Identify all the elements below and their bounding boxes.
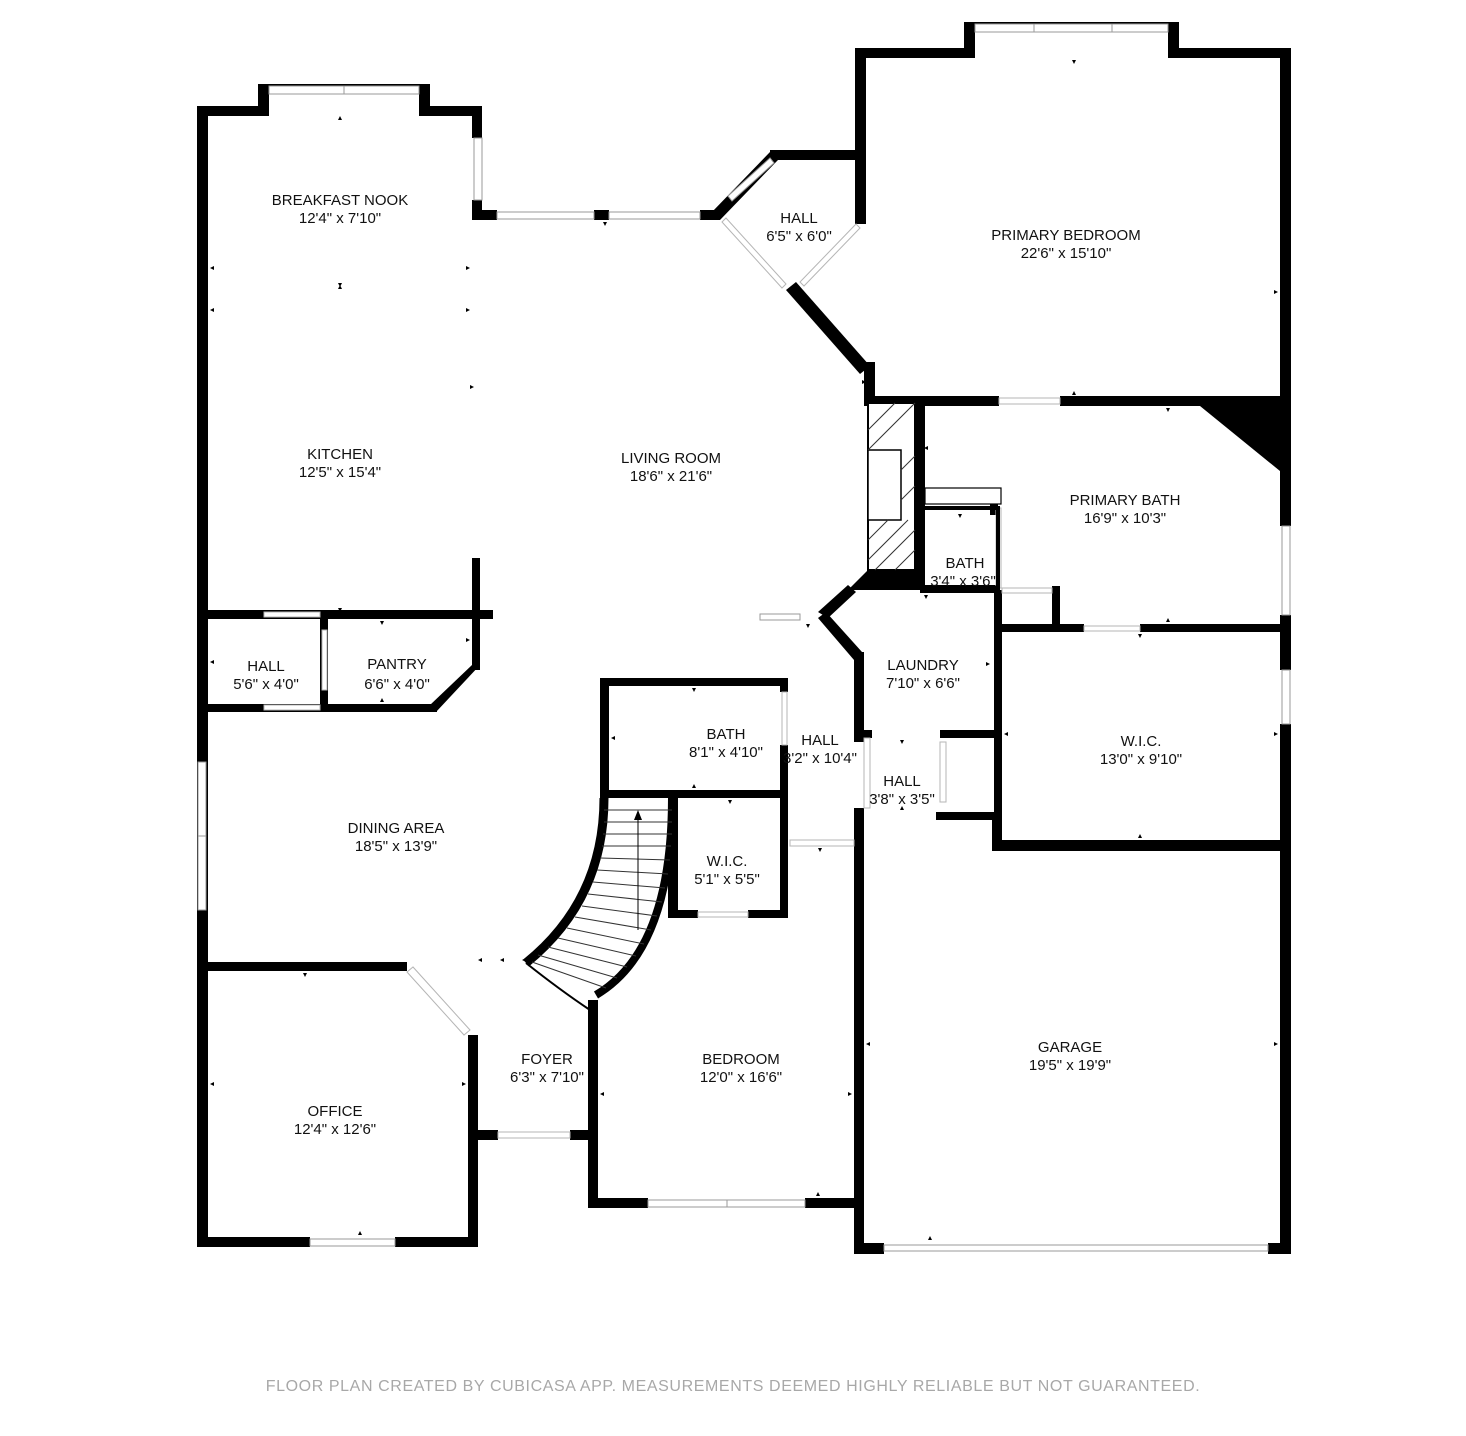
room-dimensions: 6'6" x 4'0": [364, 676, 430, 693]
room-name: HALL: [247, 658, 285, 675]
room-label-foyer: FOYER 6'3" x 7'10": [510, 1051, 584, 1086]
room-name: GARAGE: [1038, 1039, 1102, 1056]
room-name: HALL: [883, 773, 921, 790]
room-name: LAUNDRY: [887, 657, 958, 674]
windows: [197, 23, 1291, 1252]
room-label-primary-bedroom: PRIMARY BEDROOM 22'6" x 15'10": [991, 227, 1140, 262]
room-dimensions: 22'6" x 15'10": [1021, 245, 1112, 262]
fireplace: [867, 402, 1002, 590]
room-dimensions: 16'9" x 10'3": [1084, 510, 1166, 527]
room-dimensions: 7'10" x 6'6": [886, 675, 960, 692]
room-label-hall-left: HALL 5'6" x 4'0": [233, 658, 299, 693]
room-dimensions: 12'0" x 16'6": [700, 1069, 782, 1086]
room-dimensions: 18'5" x 13'9": [355, 838, 437, 855]
room-label-breakfast-nook: BREAKFAST NOOK 12'4" x 7'10": [272, 192, 408, 227]
room-label-hall-small: HALL 3'8" x 3'5": [869, 773, 935, 808]
room-name: OFFICE: [308, 1103, 363, 1120]
room-name: BATH: [946, 555, 985, 572]
room-dimensions: 19'5" x 19'9": [1029, 1057, 1111, 1074]
room-dimensions: 5'1" x 5'5": [694, 871, 760, 888]
room-label-hall-mid: HALL 3'2" x 10'4": [783, 732, 857, 767]
room-name: BEDROOM: [702, 1051, 780, 1068]
room-dimensions: 3'8" x 3'5": [869, 791, 935, 808]
room-name: BATH: [707, 726, 746, 743]
room-label-laundry: LAUNDRY 7'10" x 6'6": [886, 657, 960, 692]
room-dimensions: 12'4" x 7'10": [299, 210, 381, 227]
room-dimensions: 6'3" x 7'10": [510, 1069, 584, 1086]
room-name: KITCHEN: [307, 446, 373, 463]
room-name: HALL: [801, 732, 839, 749]
room-label-bedroom: BEDROOM 12'0" x 16'6": [700, 1051, 782, 1086]
room-label-garage: GARAGE 19'5" x 19'9": [1029, 1039, 1111, 1074]
room-label-hall-top: HALL 6'5" x 6'0": [766, 210, 832, 245]
room-name: W.I.C.: [1121, 733, 1162, 750]
room-label-wic-mid: W.I.C. 5'1" x 5'5": [694, 853, 760, 888]
room-label-primary-bath: PRIMARY BATH 16'9" x 10'3": [1070, 492, 1181, 527]
room-name: W.I.C.: [707, 853, 748, 870]
room-name: PRIMARY BATH: [1070, 492, 1181, 509]
room-label-wic-right: W.I.C. 13'0" x 9'10": [1100, 733, 1182, 768]
room-name: BREAKFAST NOOK: [272, 192, 408, 209]
room-dimensions: 13'0" x 9'10": [1100, 751, 1182, 768]
room-label-kitchen: KITCHEN 12'5" x 15'4": [299, 446, 381, 481]
disclaimer-footer: FLOOR PLAN CREATED BY CUBICASA APP. MEAS…: [265, 1378, 1201, 1395]
room-dimensions: 12'4" x 12'6": [294, 1121, 376, 1138]
staircase: [523, 797, 676, 1011]
room-label-bath-mid: BATH 8'1" x 4'10": [689, 726, 763, 761]
room-label-office: OFFICE 12'4" x 12'6": [294, 1103, 376, 1138]
room-name: PANTRY: [367, 656, 426, 673]
doors: [263, 217, 1141, 1139]
room-name: DINING AREA: [348, 820, 445, 837]
wall-markers: [210, 60, 1278, 1240]
room-name: HALL: [780, 210, 818, 227]
room-dimensions: 18'6" x 21'6": [630, 468, 712, 485]
room-name: FOYER: [521, 1051, 573, 1068]
room-label-living-room: LIVING ROOM 18'6" x 21'6": [621, 450, 721, 485]
room-dimensions: 12'5" x 15'4": [299, 464, 381, 481]
room-name: PRIMARY BEDROOM: [991, 227, 1140, 244]
room-dimensions: 3'4" x 3'6": [930, 573, 996, 590]
room-label-dining-area: DINING AREA 18'5" x 13'9": [348, 820, 445, 855]
room-dimensions: 5'6" x 4'0": [233, 676, 299, 693]
room-dimensions: 8'1" x 4'10": [689, 744, 763, 761]
room-dimensions: 6'5" x 6'0": [766, 228, 832, 245]
room-name: LIVING ROOM: [621, 450, 721, 467]
room-label-pantry: PANTRY 6'6" x 4'0": [364, 656, 430, 693]
room-dimensions: 3'2" x 10'4": [783, 750, 857, 767]
room-label-bath-small: BATH 3'4" x 3'6": [930, 555, 996, 590]
